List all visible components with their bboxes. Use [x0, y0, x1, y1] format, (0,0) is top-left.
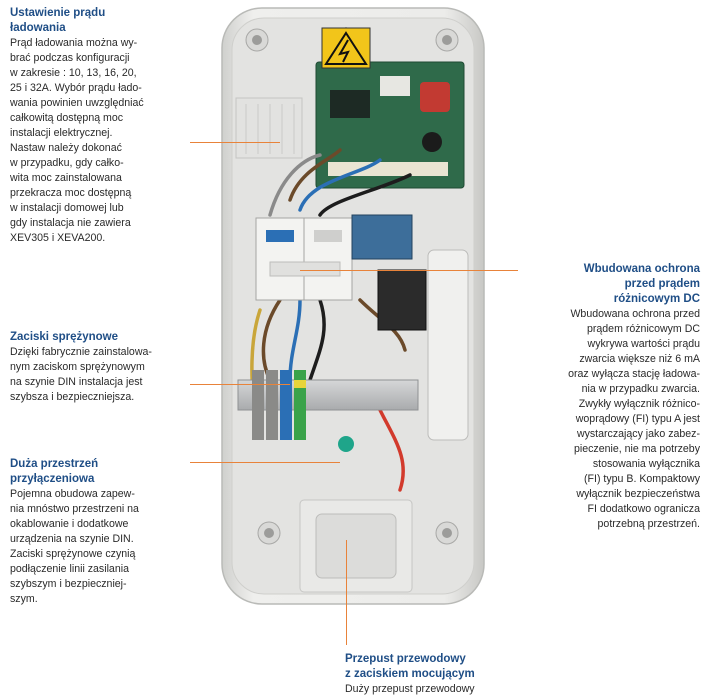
- callout-body: Pojemna obudowa zapew- nia mnóstwo przes…: [10, 488, 139, 605]
- spring-terminals: [252, 370, 306, 440]
- leader-dc: [300, 270, 518, 271]
- callout-charging-current: Ustawienie prądu ładowania Prąd ładowani…: [10, 6, 210, 246]
- leader-space: [190, 462, 340, 463]
- wiring: [250, 148, 412, 492]
- leader-gland: [346, 540, 347, 645]
- corner-screws: [245, 28, 459, 545]
- leader-current: [190, 142, 280, 143]
- callout-title: Wbudowana ochrona przed prądem różnicowy…: [583, 263, 700, 305]
- callout-body: Prąd ładowania można wy- brać podczas ko…: [10, 37, 144, 244]
- callout-title: Duża przestrzeń przyłączeniowa: [10, 458, 99, 485]
- callout-cable-gland: Przepust przewodowy z zaciskiem mocujący…: [345, 652, 545, 697]
- callout-title: Przepust przewodowy z zaciskiem mocujący…: [345, 653, 475, 680]
- callout-body: Wbudowana ochrona przed prądem różnicowy…: [568, 308, 700, 530]
- left-panel: [235, 97, 303, 159]
- callout-title: Zaciski sprężynowe: [10, 331, 119, 343]
- callout-dc-protection: Wbudowana ochrona przed prądem różnicowy…: [528, 262, 700, 532]
- callout-body: Duży przepust przewodowy: [345, 683, 475, 695]
- leader-terminals: [190, 384, 290, 385]
- callout-title: Ustawienie prądu ładowania: [10, 7, 106, 34]
- callout-body: Dzięki fabrycznie zainstalowa- nym zacis…: [10, 346, 152, 403]
- callout-spring-terminals: Zaciski sprężynowe Dzięki fabrycznie zai…: [10, 330, 210, 405]
- indicator-dot: [338, 436, 354, 452]
- callout-connection-space: Duża przestrzeń przyłączeniowa Pojemna o…: [10, 457, 210, 607]
- dc-protection-module: [377, 269, 427, 331]
